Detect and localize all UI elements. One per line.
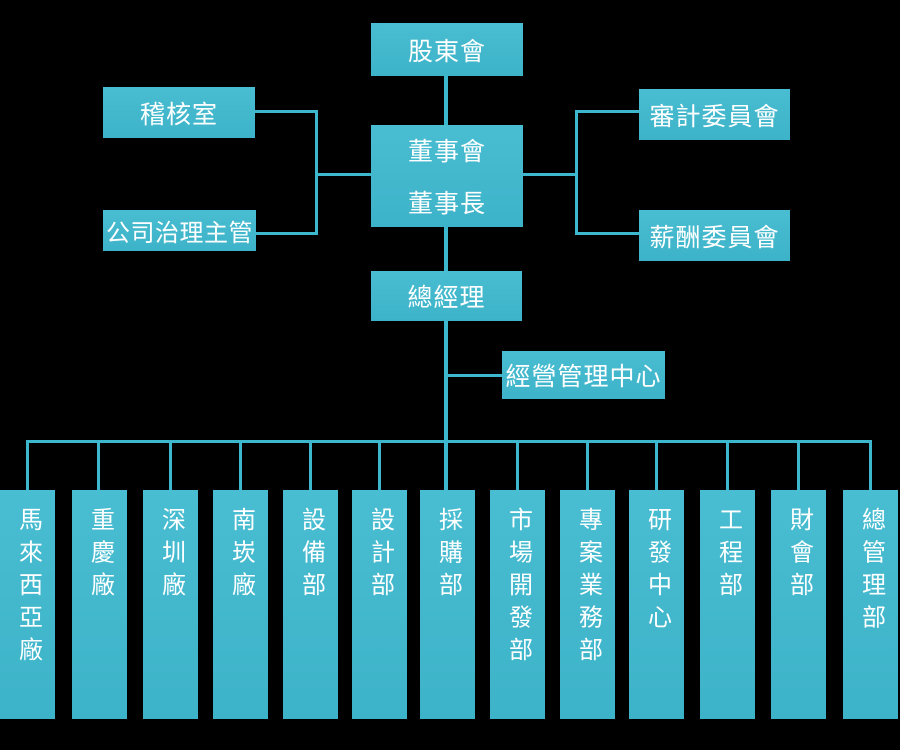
- node-dept-chongqing-plant: 重慶廠: [72, 490, 127, 719]
- connector-governance-h: [255, 232, 317, 235]
- connector-left-to-board: [315, 173, 371, 176]
- connector-department-bus: [26, 440, 872, 443]
- node-dept-rnd-center: 研發中心: [629, 490, 684, 719]
- connector-board-to-right: [523, 173, 578, 176]
- node-dept-equipment: 設備部: [283, 490, 338, 719]
- node-dept-label: 設備部: [297, 507, 325, 605]
- node-governance-officer: 公司治理主管: [103, 210, 256, 251]
- connector-board-gm: [444, 227, 448, 271]
- node-audit-office-label: 稽核室: [139, 100, 218, 129]
- node-dept-label: 深圳廠: [157, 507, 185, 605]
- connector-management-center-h: [447, 374, 502, 377]
- connector-audit-office-h: [255, 110, 317, 113]
- node-board-label-2: 董事長: [407, 190, 486, 218]
- node-audit-committee-label: 審計委員會: [649, 102, 780, 131]
- connector-comp-committee-h: [575, 232, 639, 235]
- node-dept-project-business: 專案業務部: [560, 490, 615, 719]
- connector-gm-trunk: [444, 321, 448, 490]
- connector-left-vertical: [315, 110, 318, 235]
- node-dept-label: 設計部: [366, 507, 394, 605]
- connector-drop-13: [869, 441, 872, 490]
- node-dept-label: 研發中心: [643, 507, 671, 637]
- connector-drop-4: [239, 441, 242, 490]
- connector-drop-10: [655, 441, 658, 490]
- node-dept-label: 總管理部: [857, 507, 885, 637]
- node-dept-label: 財會部: [785, 507, 813, 605]
- node-compensation-committee: 薪酬委員會: [639, 210, 790, 261]
- node-shareholders: 股東會: [371, 23, 523, 76]
- node-dept-label: 市場開發部: [504, 507, 532, 670]
- node-dept-finance-accounting: 財會部: [771, 490, 826, 719]
- connector-shareholders-board: [444, 76, 448, 125]
- node-management-center-label: 經營管理中心: [505, 363, 662, 391]
- node-general-manager: 總經理: [371, 271, 522, 321]
- node-board-label-1: 董事會: [407, 138, 486, 166]
- node-dept-label: 專案業務部: [574, 507, 602, 670]
- node-dept-nankan-plant: 南崁廠: [213, 490, 268, 719]
- connector-right-vertical: [575, 110, 578, 235]
- node-dept-procurement: 採購部: [420, 490, 475, 719]
- node-dept-label: 工程部: [714, 507, 742, 605]
- connector-drop-1: [26, 441, 29, 490]
- node-dept-general-management: 總管理部: [843, 490, 898, 719]
- connector-drop-9: [586, 441, 589, 490]
- connector-drop-6: [378, 441, 381, 490]
- connector-audit-committee-h: [575, 110, 639, 113]
- node-audit-office: 稽核室: [103, 87, 255, 138]
- connector-drop-8: [516, 441, 519, 490]
- node-audit-committee: 審計委員會: [639, 89, 790, 140]
- connector-drop-2: [97, 441, 100, 490]
- connector-drop-5: [309, 441, 312, 490]
- node-dept-label: 馬來西亞廠: [14, 507, 42, 670]
- node-dept-shenzhen-plant: 深圳廠: [143, 490, 198, 719]
- node-dept-label: 採購部: [434, 507, 462, 605]
- connector-drop-3: [169, 441, 172, 490]
- node-shareholders-label: 股東會: [407, 37, 486, 66]
- node-governance-officer-label: 公司治理主管: [106, 220, 253, 247]
- node-management-center: 經營管理中心: [502, 351, 665, 399]
- node-dept-malaysia-plant: 馬來西亞廠: [0, 490, 55, 719]
- connector-drop-12: [797, 441, 800, 490]
- connector-drop-11: [726, 441, 729, 490]
- node-general-manager-label: 總經理: [407, 284, 486, 312]
- node-dept-label: 重慶廠: [86, 507, 114, 605]
- node-compensation-committee-label: 薪酬委員會: [649, 223, 780, 252]
- node-dept-design: 設計部: [352, 490, 407, 719]
- node-dept-engineering: 工程部: [700, 490, 755, 719]
- node-dept-label: 南崁廠: [227, 507, 255, 605]
- node-board: 董事會 董事長: [371, 125, 523, 227]
- node-dept-market-development: 市場開發部: [490, 490, 545, 719]
